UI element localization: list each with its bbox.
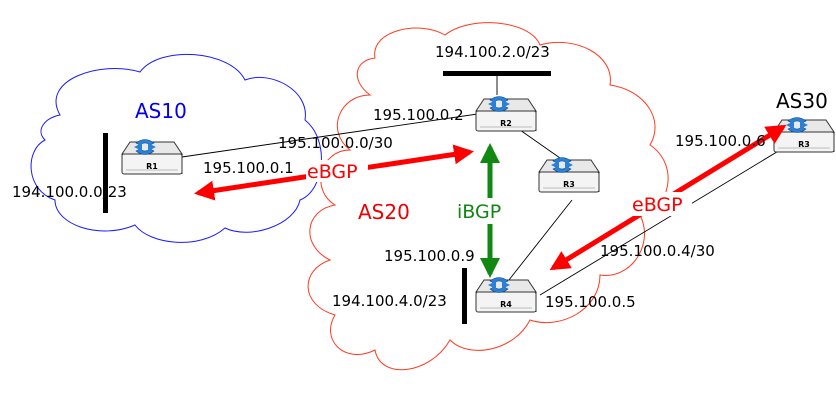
r4-internal-address: 195.100.0.9 bbox=[384, 247, 475, 265]
link-r3-r4 bbox=[504, 199, 573, 286]
as20-bottom-lan-prefix: 194.100.4.0/23 bbox=[332, 292, 447, 310]
router-r2: R2 bbox=[475, 96, 537, 132]
as10-lan-prefix: 194.100.0.0/23 bbox=[12, 183, 127, 201]
router-r3-as30-label: R3 bbox=[798, 140, 810, 149]
as20-bottom-lan-bar bbox=[462, 268, 467, 324]
link-r4-as30-prefix: 195.100.0.4/30 bbox=[600, 242, 715, 260]
as30-label: AS30 bbox=[776, 89, 828, 113]
ibgp-label: iBGP bbox=[457, 201, 501, 223]
as20-label: AS20 bbox=[358, 200, 410, 224]
router-r1-label: R1 bbox=[146, 162, 158, 171]
as20-top-lan-prefix: 194.100.2.0/23 bbox=[435, 43, 550, 61]
link-r1-r2-prefix: 195.100.0.0/30 bbox=[278, 134, 393, 152]
r2-address: 195.100.0.2 bbox=[373, 106, 464, 124]
router-r3-label: R3 bbox=[563, 180, 575, 189]
router-r1: R1 bbox=[121, 139, 183, 175]
router-r3-as20: R3 bbox=[538, 157, 600, 193]
as10-lan-bar bbox=[103, 133, 108, 213]
as30-r3-address: 195.100.0.6 bbox=[675, 132, 766, 150]
as20-top-lan-bar bbox=[443, 71, 551, 76]
router-r3-as30: R3 bbox=[773, 117, 835, 153]
ebgp-label-right: eBGP bbox=[632, 194, 683, 216]
as10-cloud bbox=[30, 53, 322, 243]
router-r4: R4 bbox=[475, 277, 537, 313]
r4-external-address: 195.100.0.5 bbox=[545, 293, 636, 311]
r1-address: 195.100.0.1 bbox=[203, 159, 294, 177]
ebgp-label-left: eBGP bbox=[307, 161, 358, 183]
router-r2-label: R2 bbox=[500, 119, 512, 128]
as10-label: AS10 bbox=[135, 99, 187, 123]
router-r4-label: R4 bbox=[500, 300, 512, 309]
